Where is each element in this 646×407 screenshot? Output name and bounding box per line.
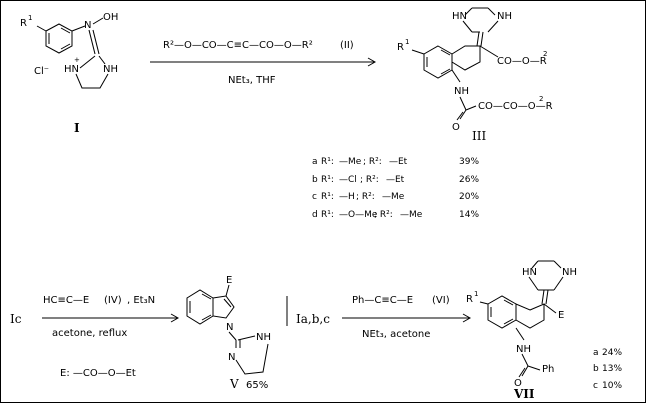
III-ester2: CO—CO—O—R <box>478 101 553 112</box>
substituent-row-c: c R¹: —H ; R²: —Me 20% <box>312 192 479 202</box>
row-c-r2: —Me <box>382 192 405 202</box>
III-ester1-sup: 2 <box>543 50 547 58</box>
reaction2-base: , Et₃N <box>127 295 155 306</box>
reaction2-reagent: HC≡C—E <box>43 295 89 306</box>
substituent-row-b: b R¹: —Cl ; R²: —Et 26% <box>312 175 479 185</box>
row-d-r1-label: R¹: <box>321 210 334 220</box>
VII-r1-label: R <box>466 294 473 305</box>
V-n1: N <box>226 322 233 333</box>
row-d-r2: —Me <box>400 210 423 220</box>
III-r1-label: R <box>397 42 404 53</box>
VII-o: O <box>514 378 522 389</box>
compound-V-yield: 65% <box>246 380 268 391</box>
row-c-letter: c <box>312 192 317 202</box>
V-nh: NH <box>256 332 271 343</box>
III-hn-label: HN <box>452 11 467 22</box>
reaction1-reagent: R²—O—CO—C≡C—CO—O—R² <box>163 40 313 51</box>
row-b-r2: —Et <box>386 175 405 185</box>
reaction2-start: Ic <box>10 312 22 326</box>
row-b-r1: —Cl <box>339 175 357 185</box>
I-r1-sup: 1 <box>28 14 32 22</box>
III-o: O <box>452 122 460 133</box>
III-nh: NH <box>454 86 469 97</box>
row-d-yield: 14% <box>459 210 479 220</box>
reaction2: Ic HC≡C—E (IV) , Et₃N acetone, reflux E:… <box>10 295 180 379</box>
compound-III-structure: HN NH CO—O—R 2 R 1 NH O CO—CO—O—R 2 III <box>397 7 553 143</box>
row-c-r2-label: ; R²: <box>356 192 375 202</box>
compound-II-label: (II) <box>340 40 354 51</box>
compound-VII-label: VII <box>513 387 535 401</box>
compound-I-structure: R 1 N OH + HN NH Cl⁻ I <box>20 12 118 135</box>
row-a-r1-label: R¹: <box>321 157 334 167</box>
reaction3-conditions: NEt₃, acetone <box>362 329 430 340</box>
compound-VII-structure: HN NH E R 1 NH O Ph VII a 24% b 13% <box>466 260 622 401</box>
I-plus: + <box>74 56 80 64</box>
compound-I-label: I <box>74 121 80 135</box>
row-d-r1: —O—Me <box>339 210 378 220</box>
row-c-r1-label: R¹: <box>321 192 334 202</box>
e-definition: E: —CO—O—Et <box>60 368 136 379</box>
compound-VI-label: (VI) <box>432 295 450 306</box>
III-nh-label: NH <box>497 11 512 22</box>
V-n2: N <box>228 352 235 363</box>
row-d-letter: d <box>312 210 318 220</box>
VII-yield-b: 13% <box>602 364 622 374</box>
VII-hn-label: HN <box>522 267 537 278</box>
row-a-yield: 39% <box>459 157 479 167</box>
row-d-r2-label: ; R²: <box>374 210 393 220</box>
row-c-yield: 20% <box>459 192 479 202</box>
reaction3: Ia,b,c Ph—C≡C—E (VI) NEt₃, acetone <box>296 295 472 340</box>
VII-r1-sup: 1 <box>474 290 478 298</box>
VII-nh-label: NH <box>562 267 577 278</box>
I-nh-label: NH <box>103 64 118 75</box>
row-b-letter: b <box>312 175 318 185</box>
substituent-row-a: a R¹: —Me ; R²: —Et 39% <box>312 157 479 167</box>
III-r1-sup: 1 <box>405 38 409 46</box>
III-ester1: CO—O—R <box>497 56 547 67</box>
I-counterion: Cl⁻ <box>34 66 49 77</box>
V-e-label: E <box>226 275 232 286</box>
row-b-r1-label: R¹: <box>321 175 334 185</box>
I-r1-label: R <box>20 18 27 29</box>
row-a-letter: a <box>312 157 318 167</box>
substituent-row-d: d R¹: —O—Me ; R²: —Me 14% <box>312 210 479 220</box>
reaction3-start: Ia,b,c <box>296 312 330 326</box>
VII-yields: a 24% b 13% c 10% <box>593 348 622 391</box>
row-c-r1: —H <box>339 192 355 202</box>
VII-ph: Ph <box>542 364 554 375</box>
reaction1-conditions: NEt₃, THF <box>228 75 276 86</box>
I-n-label: N <box>84 20 91 31</box>
VII-yield-c: 10% <box>602 381 622 391</box>
I-oh-label: OH <box>103 12 118 23</box>
reaction3-reagent: Ph—C≡C—E <box>352 295 413 306</box>
III-ester2-sup: 2 <box>539 95 543 103</box>
reaction2-conditions: acetone, reflux <box>52 328 127 339</box>
row-a-r2: —Et <box>389 157 408 167</box>
VII-e-label: E <box>558 310 564 321</box>
row-a-r2-label: ; R²: <box>363 157 382 167</box>
row-b-r2-label: ; R²: <box>360 175 379 185</box>
substituent-table: a R¹: —Me ; R²: —Et 39% b R¹: —Cl ; R²: … <box>312 157 479 220</box>
I-hn-label: HN <box>64 64 79 75</box>
VII-yield-a-letter: a <box>593 348 599 358</box>
III-ring <box>451 45 481 71</box>
VII-yield-a: 24% <box>602 348 622 358</box>
VII-yield-b-letter: b <box>593 364 599 374</box>
row-a-r1: —Me <box>339 157 362 167</box>
compound-V-structure: E N N NH V 65% <box>186 275 271 391</box>
VII-nh: NH <box>516 344 531 355</box>
VII-yield-c-letter: c <box>593 381 598 391</box>
compound-V-label: V <box>229 377 239 391</box>
compound-III-label: III <box>472 129 486 143</box>
row-b-yield: 26% <box>459 175 479 185</box>
compound-IV-label: (IV) <box>104 295 122 306</box>
reaction1-arrow: R²—O—CO—C≡C—CO—O—R² (II) NEt₃, THF <box>150 40 377 86</box>
